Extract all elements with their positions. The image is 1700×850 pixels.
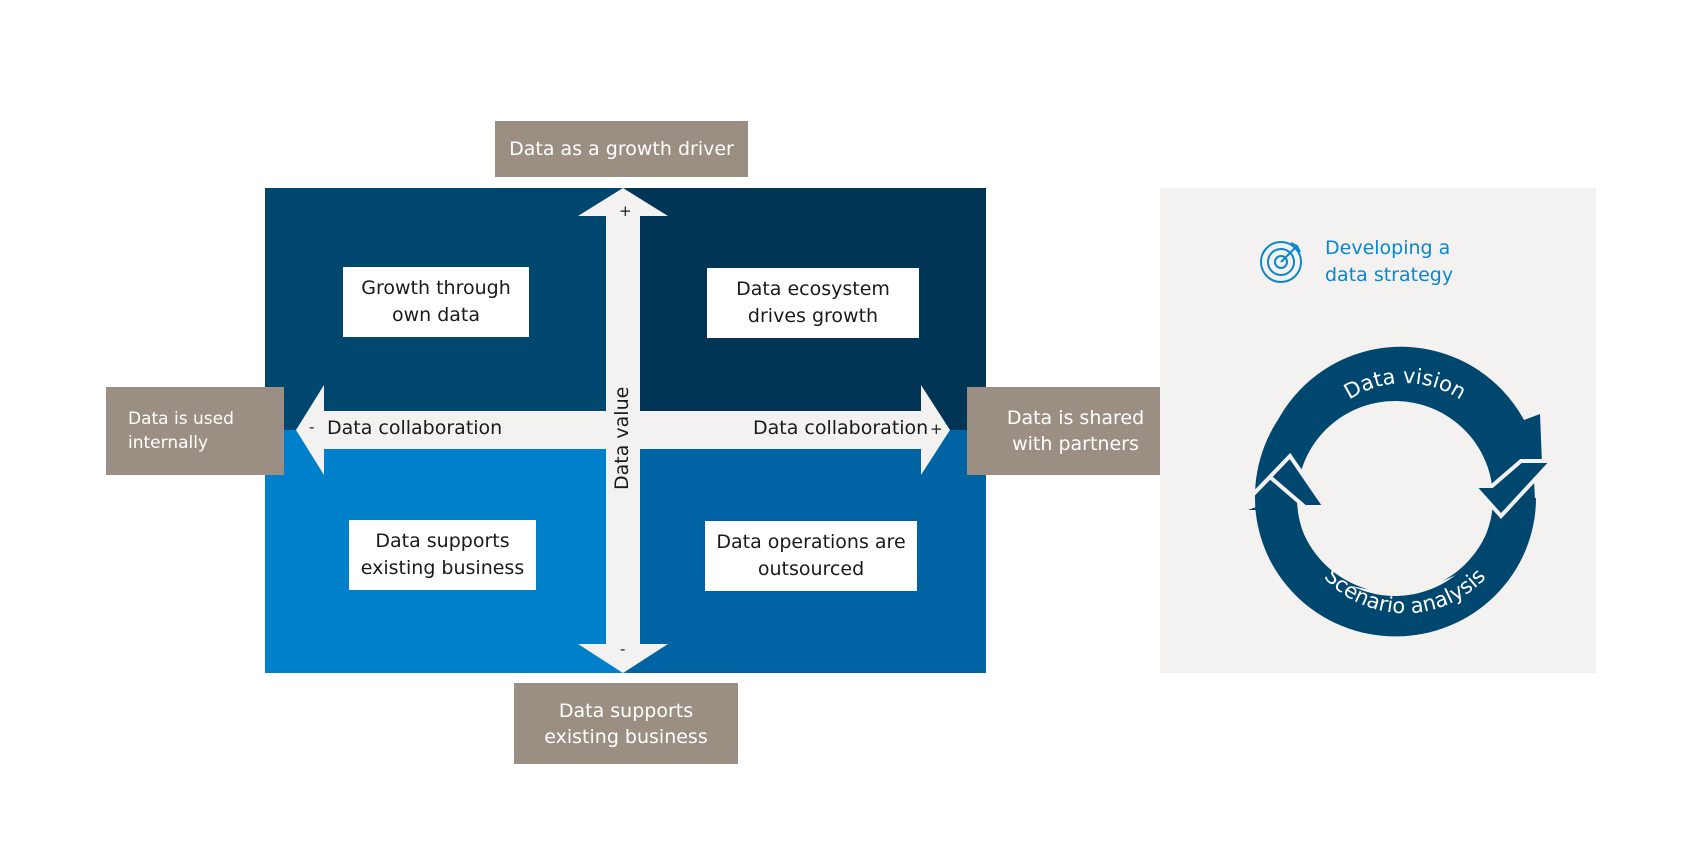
tag-bottom: Data supports existing business (514, 683, 738, 764)
panel-title: Developing a data strategy (1325, 235, 1453, 289)
tag-left: Data is used internally (106, 387, 284, 475)
quadrant-label-top-left: Growth through own data (343, 267, 529, 337)
horizontal-plus-sign: + (930, 420, 943, 438)
vertical-axis-label: Data value (611, 386, 633, 490)
quadrant-label-bottom-right: Data operations are outsourced (705, 521, 917, 591)
quadrant-label-bottom-left: Data supports existing business (349, 520, 536, 590)
vertical-plus-sign: + (619, 202, 632, 220)
panel-title-line2: data strategy (1325, 264, 1454, 286)
target-icon (1260, 241, 1302, 283)
horizontal-axis-arrow (296, 385, 950, 475)
tag-top: Data as a growth driver (495, 121, 748, 177)
horizontal-axis-label-right: Data collaboration (753, 417, 929, 439)
horizontal-minus-sign: - (309, 418, 315, 436)
quadrant-label-top-right: Data ecosystem drives growth (707, 268, 919, 338)
vertical-minus-sign: - (620, 640, 626, 658)
horizontal-axis-label-left: Data collaboration (327, 417, 503, 439)
panel-title-line1: Developing a (1325, 237, 1451, 259)
tag-right: Data is shared with partners (967, 387, 1184, 475)
cycle-diagram: Data vision Scenario analysis (1237, 346, 1557, 637)
